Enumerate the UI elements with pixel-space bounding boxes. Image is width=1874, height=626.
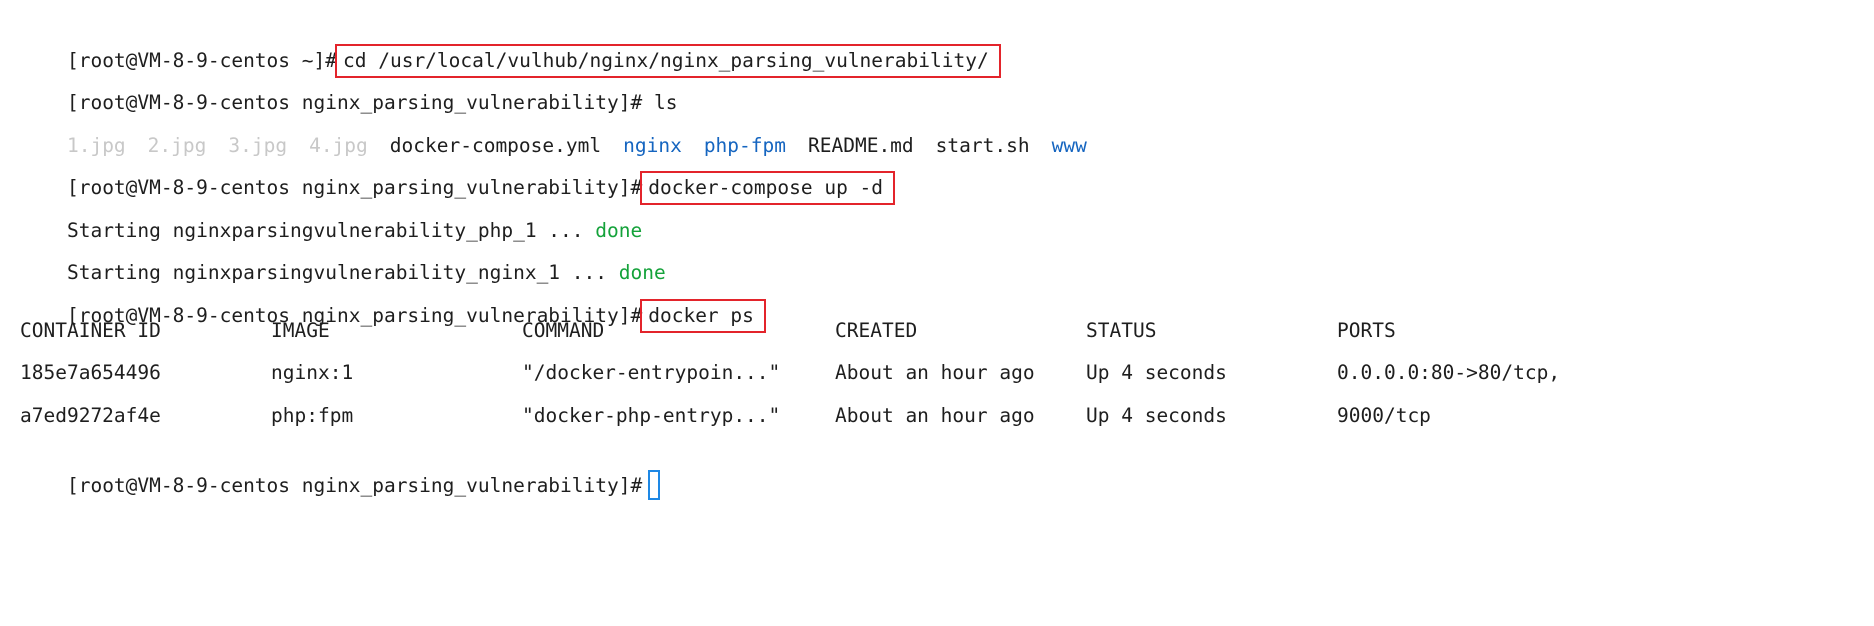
highlighted-command-compose-up: docker-compose up -d	[640, 171, 896, 205]
terminal-line-compose-up: [root@VM-8-9-centos nginx_parsing_vulner…	[20, 146, 896, 205]
file-entry: start.sh	[935, 134, 1030, 157]
cell-container-id: a7ed9272af4e	[20, 404, 161, 427]
col-header-container-id: CONTAINER ID	[20, 319, 161, 342]
cell-created: About an hour ago	[835, 361, 1035, 384]
shell-prompt: [root@VM-8-9-centos ~]#	[66, 49, 337, 72]
shell-prompt: [root@VM-8-9-centos nginx_parsing_vulner…	[66, 474, 643, 497]
terminal-line-docker-ps: [root@VM-8-9-centos nginx_parsing_vulner…	[20, 274, 766, 333]
col-header-status: STATUS	[1086, 319, 1157, 342]
text-cursor[interactable]	[648, 469, 661, 500]
directory-entry: php-fpm	[703, 134, 786, 157]
cell-created: About an hour ago	[835, 404, 1035, 427]
terminal-line-current[interactable]: [root@VM-8-9-centos nginx_parsing_vulner…	[20, 444, 661, 500]
directory-entry: nginx	[623, 134, 682, 157]
file-entry: 2.jpg	[147, 134, 207, 157]
col-header-ports: PORTS	[1337, 319, 1396, 342]
cell-ports: 9000/tcp	[1337, 404, 1431, 427]
cell-status: Up 4 seconds	[1086, 404, 1227, 427]
shell-prompt: [root@VM-8-9-centos nginx_parsing_vulner…	[66, 176, 643, 199]
file-entry: README.md	[808, 134, 914, 157]
cell-command: "/docker-entrypoin..."	[522, 361, 781, 384]
highlighted-command-cd: cd /usr/local/vulhub/nginx/nginx_parsing…	[335, 44, 1001, 78]
terminal-line-ls: [root@VM-8-9-centos nginx_parsing_vulner…	[20, 61, 678, 114]
compose-output-php: Starting nginxparsingvulnerability_php_1…	[20, 189, 642, 242]
status-done: done	[618, 261, 666, 284]
col-header-command: COMMAND	[522, 319, 605, 342]
cell-image: nginx:1	[271, 361, 354, 384]
cell-command: "docker-php-entryp..."	[522, 404, 781, 427]
shell-prompt: [root@VM-8-9-centos nginx_parsing_vulner…	[66, 91, 643, 114]
cell-status: Up 4 seconds	[1086, 361, 1227, 384]
directory-entry: www	[1051, 134, 1087, 157]
shell-prompt: [root@VM-8-9-centos nginx_parsing_vulner…	[66, 304, 643, 327]
col-header-created: CREATED	[835, 319, 918, 342]
file-entry: 1.jpg	[66, 134, 126, 157]
cell-container-id: 185e7a654496	[20, 361, 161, 384]
file-entry: docker-compose.yml	[389, 134, 602, 157]
highlighted-command-docker-ps: docker ps	[640, 299, 766, 333]
terminal-line-cd: [root@VM-8-9-centos ~]#cd /usr/local/vul…	[20, 19, 1001, 78]
output-text: Starting nginxparsingvulnerability_php_1…	[66, 219, 596, 242]
file-entry: 3.jpg	[228, 134, 288, 157]
output-text: Starting nginxparsingvulnerability_nginx…	[66, 261, 619, 284]
cell-ports: 0.0.0.0:80->80/tcp,	[1337, 361, 1561, 384]
table-row: a7ed9272af4e php:fpm "docker-php-entryp.…	[0, 402, 1874, 430]
table-header: CONTAINER ID IMAGE COMMAND CREATED STATU…	[0, 317, 1874, 345]
file-entry: 4.jpg	[309, 134, 368, 157]
compose-output-nginx: Starting nginxparsingvulnerability_nginx…	[20, 231, 666, 284]
status-done: done	[595, 219, 643, 242]
cell-image: php:fpm	[271, 404, 354, 427]
ls-output: 1.jpg 2.jpg 3.jpg 4.jpg docker-compose.yml ng…	[20, 104, 1109, 157]
col-header-image: IMAGE	[271, 319, 330, 342]
terminal-window[interactable]: [root@VM-8-9-centos ~]#cd /usr/local/vul…	[0, 0, 1874, 572]
command-ls: ls	[642, 91, 678, 114]
table-row: 185e7a654496 nginx:1 "/docker-entrypoin.…	[0, 359, 1874, 387]
